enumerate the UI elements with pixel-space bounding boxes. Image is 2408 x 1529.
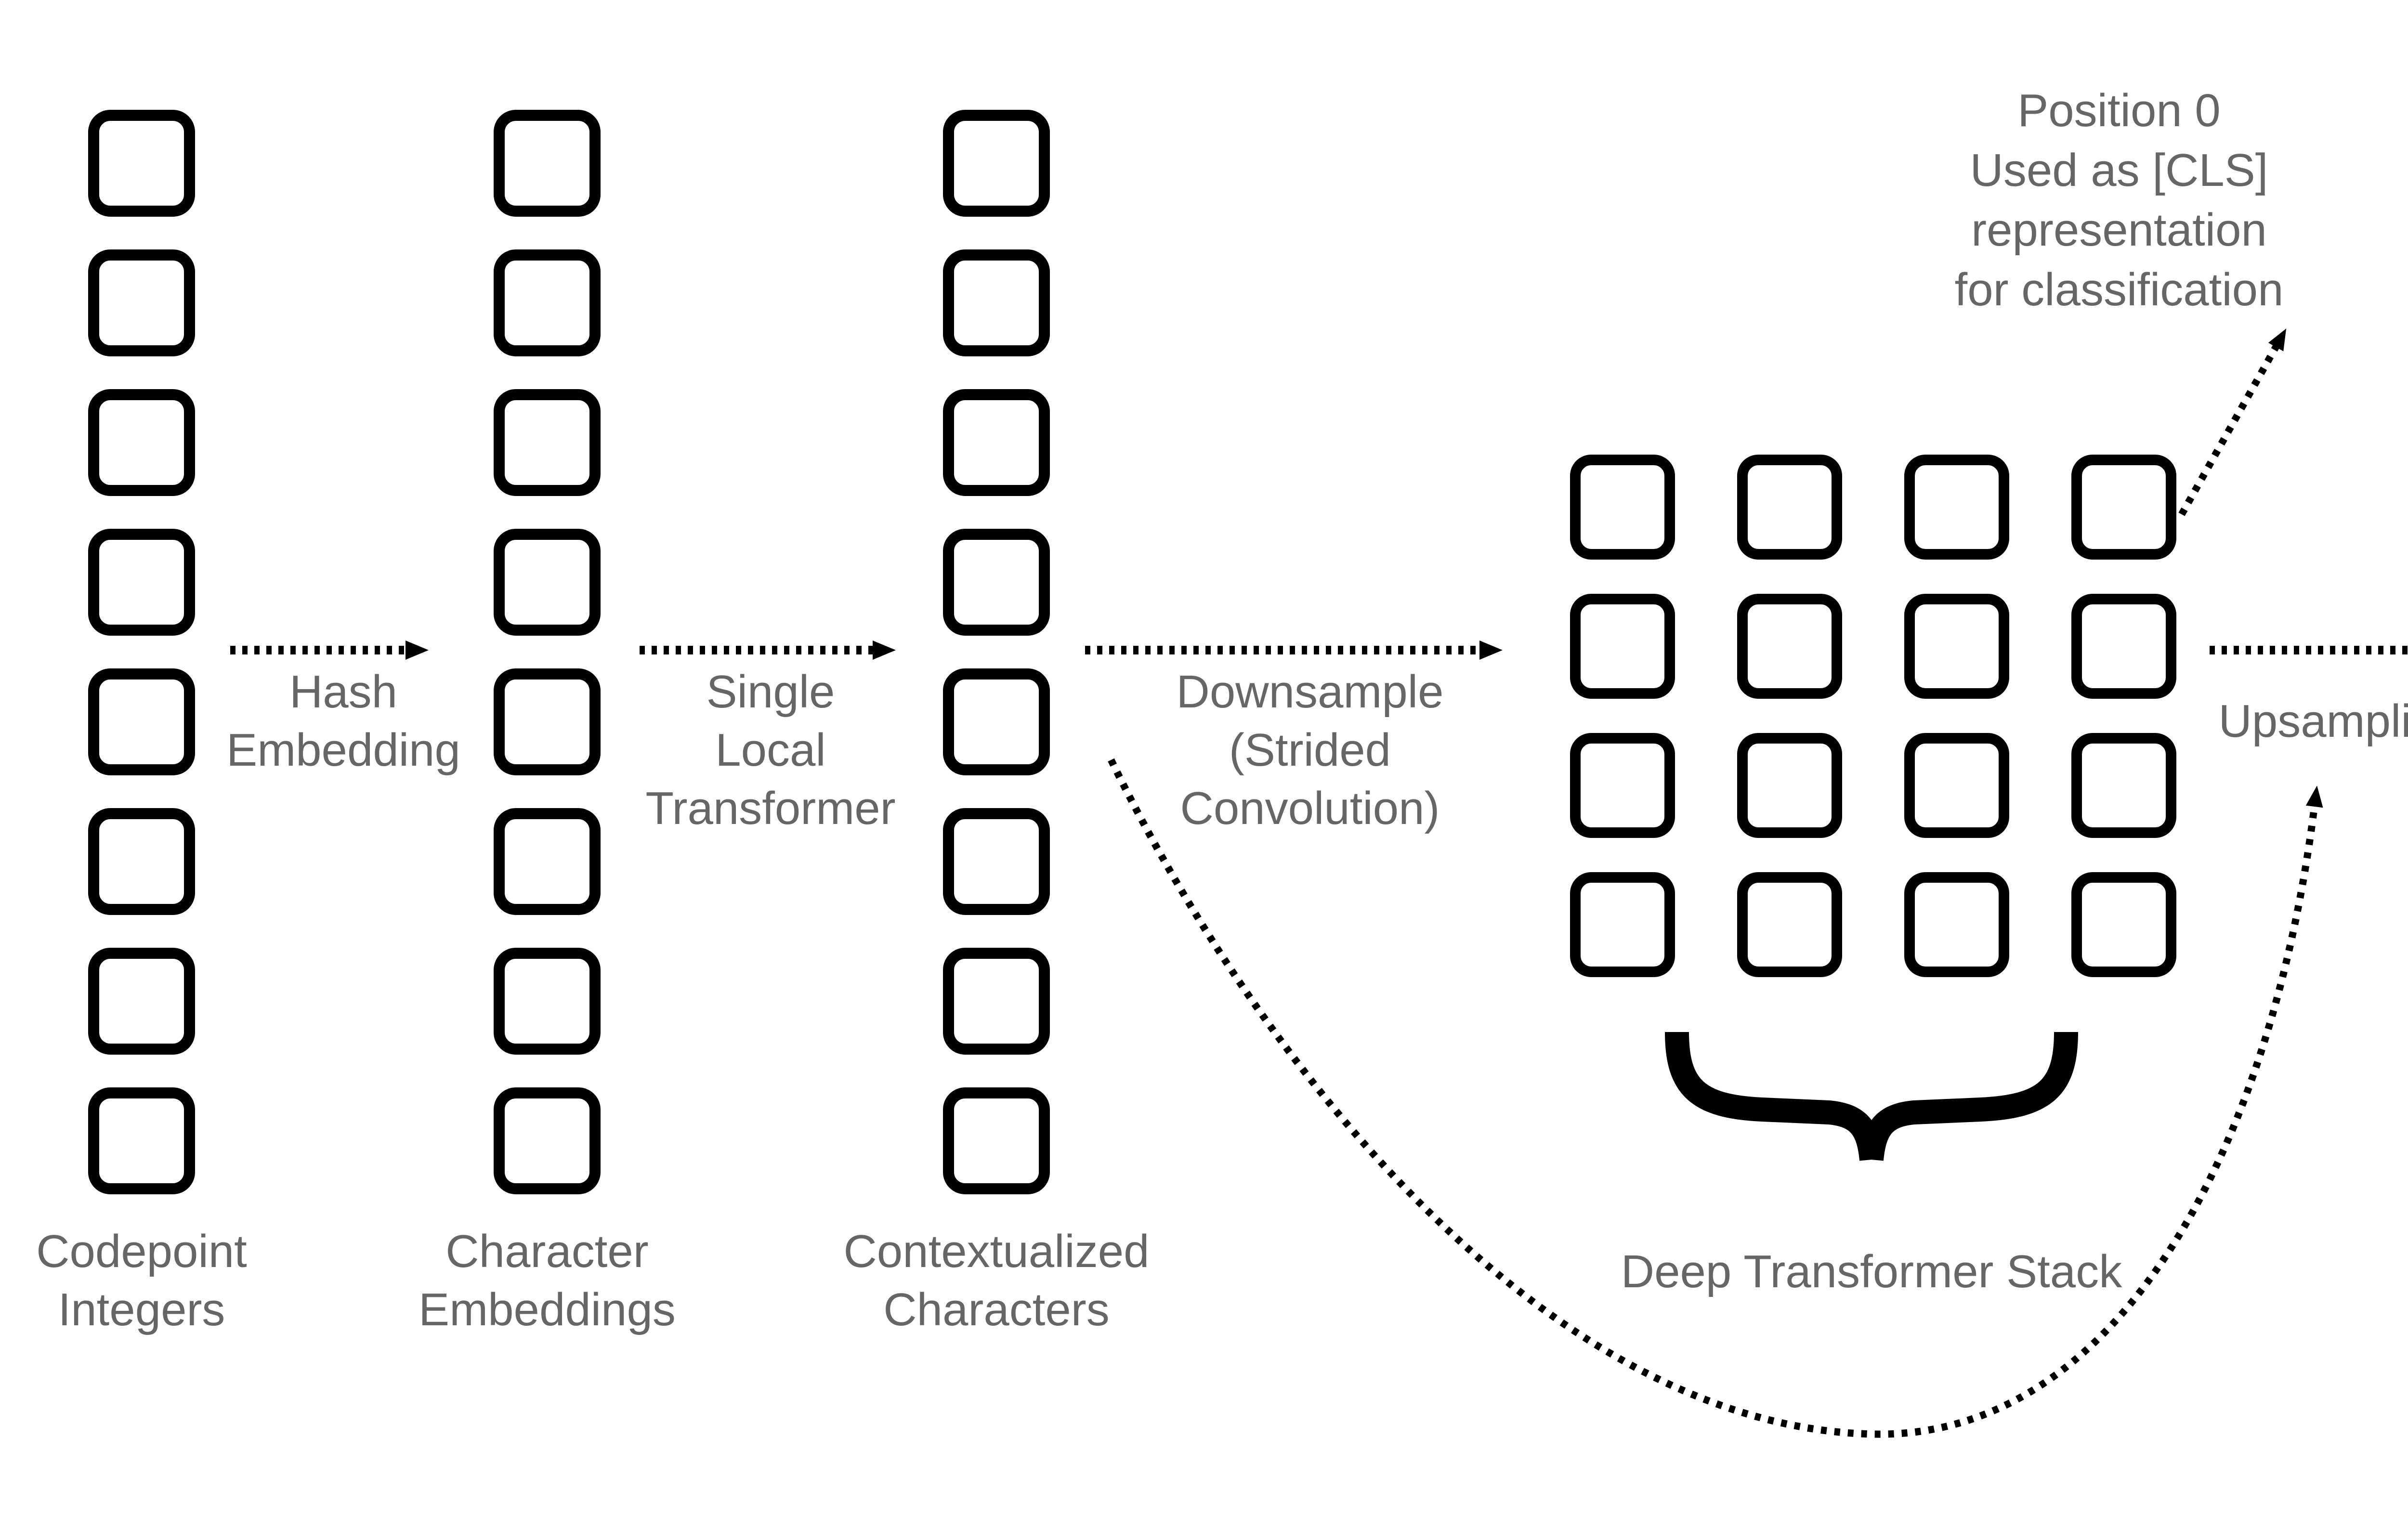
- downsample-label: Downsample (Strided Convolution): [1176, 666, 1444, 834]
- token-square: [494, 668, 601, 775]
- token-square: [88, 948, 195, 1055]
- token-square: [494, 389, 601, 496]
- token-square: [494, 110, 601, 217]
- codepoint-integers-label: Codepoint Integers: [36, 1226, 247, 1335]
- token-square: [88, 529, 195, 636]
- token-square: [494, 1087, 601, 1194]
- deep-transformer-stack-grid: [1570, 455, 2176, 977]
- token-square: [1737, 872, 1842, 977]
- token-square: [494, 948, 601, 1055]
- token-square: [1904, 594, 2009, 699]
- character-embeddings-label: Character Embeddings: [419, 1226, 676, 1335]
- token-square: [943, 529, 1050, 636]
- token-square: [943, 808, 1050, 915]
- token-square: [1904, 733, 2009, 838]
- token-square: [1570, 594, 1675, 699]
- token-square: [943, 948, 1050, 1055]
- token-square: [494, 529, 601, 636]
- token-square: [943, 249, 1050, 356]
- token-square: [1737, 455, 1842, 560]
- token-square: [2071, 872, 2176, 977]
- token-square: [943, 1087, 1050, 1194]
- contextualized-characters-label: Contextualized Characters: [843, 1226, 1150, 1335]
- codepoint-integers-column: [88, 110, 195, 1194]
- token-square: [494, 808, 601, 915]
- hash-embedding-label: Hash Embedding: [226, 666, 460, 776]
- token-square: [1904, 872, 2009, 977]
- token-square: [1737, 594, 1842, 699]
- token-square: [943, 389, 1050, 496]
- upsampling-label: Upsampling: [2218, 695, 2408, 747]
- cls-arrow-icon: [2178, 328, 2287, 516]
- token-square: [2071, 594, 2176, 699]
- token-square: [494, 249, 601, 356]
- token-square: [1570, 733, 1675, 838]
- token-square: [88, 668, 195, 775]
- contextualized-characters-column: [943, 110, 1050, 1194]
- token-square: [88, 808, 195, 915]
- single-local-transformer-label: Single Local Transformer: [645, 666, 896, 834]
- token-square: [88, 1087, 195, 1194]
- character-embeddings-column: [494, 110, 601, 1194]
- token-square: [1737, 733, 1842, 838]
- token-square: [88, 110, 195, 217]
- token-square: [88, 249, 195, 356]
- deep-transformer-stack-label: Deep Transformer Stack: [1621, 1246, 2122, 1297]
- token-square: [2071, 455, 2176, 560]
- token-square: [943, 668, 1050, 775]
- cls-annotation: Position 0 Used as [CLS] representation …: [1954, 85, 2284, 315]
- token-square: [1570, 455, 1675, 560]
- token-square: [2071, 733, 2176, 838]
- token-square: [1570, 872, 1675, 977]
- token-square: [943, 110, 1050, 217]
- token-square: [88, 389, 195, 496]
- token-square: [1904, 455, 2009, 560]
- underbrace-icon: [1665, 1032, 2078, 1161]
